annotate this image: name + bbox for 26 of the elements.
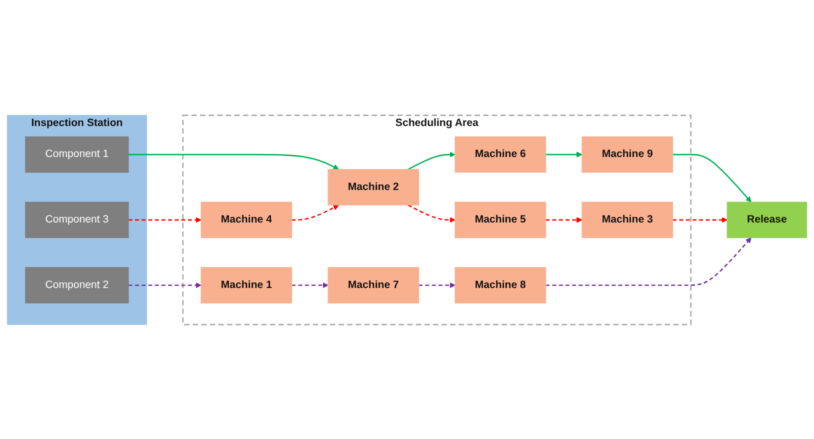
arrow (418, 282, 456, 288)
node-box: Machine 3 (582, 201, 673, 238)
arrow (546, 237, 752, 286)
node-box: Machine 4 (200, 201, 292, 238)
arrow (408, 151, 456, 170)
node-box: Component 1 (25, 136, 129, 172)
node-box: Component 3 (25, 201, 129, 238)
arrow (128, 216, 202, 222)
arrow (408, 204, 456, 222)
arrow (546, 151, 582, 158)
arrow (672, 216, 728, 222)
arrow (546, 216, 582, 222)
arrow (128, 282, 202, 288)
node-box: Release (726, 201, 807, 238)
node-box: Machine 9 (582, 136, 673, 172)
arrow (292, 204, 340, 220)
node-box: Machine 7 (328, 266, 420, 303)
node-box: Component 2 (25, 266, 129, 303)
arrow (128, 154, 340, 170)
node-box: Machine 5 (454, 201, 546, 238)
node-box: Machine 8 (454, 266, 546, 303)
node-box: Machine 2 (328, 168, 420, 205)
arrow (292, 282, 328, 288)
node-box: Machine 6 (454, 136, 546, 172)
arrow (672, 154, 752, 202)
node-box: Machine 1 (200, 266, 292, 303)
